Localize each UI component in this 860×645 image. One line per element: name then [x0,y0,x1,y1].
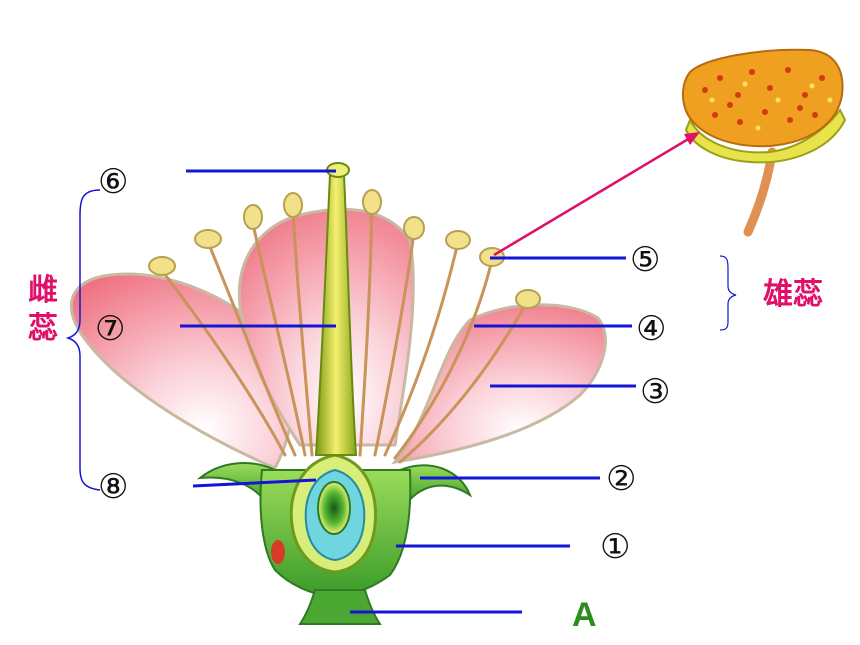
leader-8 [192,478,317,488]
ovule [317,481,351,535]
pistil-label-char-2: 蕊 [28,311,58,346]
anther [148,256,176,276]
zoom-anther-pollen-sac [682,48,844,148]
filament [398,298,530,464]
label-a: A [572,596,597,634]
label-8: ⑧ [98,467,128,507]
filament [291,208,314,457]
sepal-right [398,464,473,508]
zoom-filament [743,147,777,237]
filament [373,230,416,457]
filament [158,266,287,457]
pedicel [298,589,382,625]
filament [393,258,494,460]
anther-zoom-inset [682,48,847,237]
filament [206,240,297,457]
label-5: ⑤ [630,240,660,280]
nectary-left [271,540,285,564]
anther [403,216,425,240]
pistil-brace [65,189,101,491]
stamen-label: 雄蕊 [763,277,823,312]
number-labels: ⑥ ⑦ ⑧ ⑤ ④ ③ ② ① A [95,162,670,634]
filament [250,218,307,457]
label-2: ② [606,459,636,499]
zoom-anther-base [684,108,847,164]
label-7: ⑦ [95,309,125,349]
label-4: ④ [636,309,666,349]
pollen-grains [702,67,825,125]
filament [383,240,460,457]
zoom-arrow [493,132,700,257]
filaments [158,203,530,464]
pollen-grains-light [709,81,833,131]
label-3: ③ [640,372,670,412]
anther [445,230,471,250]
anther [243,204,263,230]
anther [283,192,303,218]
anther [515,289,541,309]
anther [362,189,382,215]
stamen-brace [719,255,737,331]
label-6: ⑥ [98,162,128,202]
petal-right [391,303,607,465]
style [314,174,358,456]
filament [358,203,374,457]
sepal-left [196,462,277,508]
label-1: ① [600,527,630,567]
pistil-label-char-1: 雌 [28,273,58,308]
pistil [289,162,377,574]
leader-lines [180,169,636,614]
anther [194,229,222,249]
